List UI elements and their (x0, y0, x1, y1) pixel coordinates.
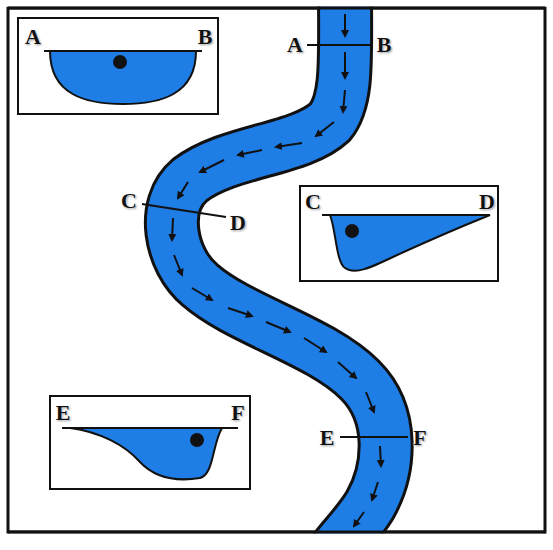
section-end-letter: A (287, 34, 303, 56)
section-end-letter: E (320, 427, 335, 449)
section-end-letter: A (25, 26, 41, 48)
section-end-letter: B (377, 34, 392, 56)
section-end-letter: E (56, 402, 71, 424)
section-end-letter: C (121, 190, 137, 212)
section-end-letter: F (231, 402, 244, 424)
section-end-letter: F (413, 427, 426, 449)
section-end-letter: D (230, 212, 246, 234)
section-end-letter: D (479, 191, 495, 213)
section-end-letter: B (198, 26, 213, 48)
section-end-letter: C (305, 191, 321, 213)
